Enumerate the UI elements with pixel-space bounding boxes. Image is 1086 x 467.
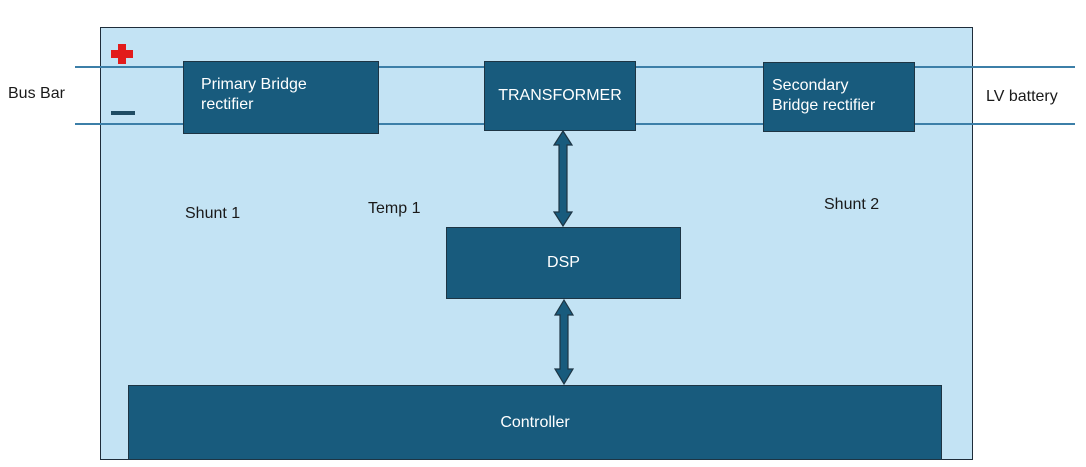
lv-battery-label: LV battery (986, 88, 1058, 105)
controller-label: Controller (500, 413, 570, 431)
controller-block: Controller (128, 385, 942, 460)
primary-rectifier-line1: Primary Bridge (201, 76, 307, 93)
transformer-label: TRANSFORMER (498, 87, 622, 104)
minus-icon (111, 111, 135, 115)
secondary-rectifier-line2: Bridge rectifier (772, 97, 876, 114)
secondary-bridge-rectifier-block: Secondary Bridge rectifier (763, 62, 915, 132)
dsp-label: DSP (547, 254, 580, 271)
bus-bar-label: Bus Bar (8, 85, 65, 102)
dsp-block: DSP (446, 227, 681, 299)
dsp-controller-arrow (553, 298, 575, 386)
shunt2-label: Shunt 2 (824, 196, 880, 213)
transformer-block: TRANSFORMER (484, 61, 636, 131)
shunt1-label: Shunt 1 (185, 205, 241, 222)
plus-icon (111, 44, 133, 64)
temp1-label: Temp 1 (368, 200, 421, 217)
secondary-rectifier-line1: Secondary (772, 77, 849, 94)
transformer-dsp-arrow (552, 129, 574, 228)
primary-rectifier-line2: rectifier (201, 96, 254, 113)
primary-bridge-rectifier-block: Primary Bridge rectifier (183, 61, 379, 134)
